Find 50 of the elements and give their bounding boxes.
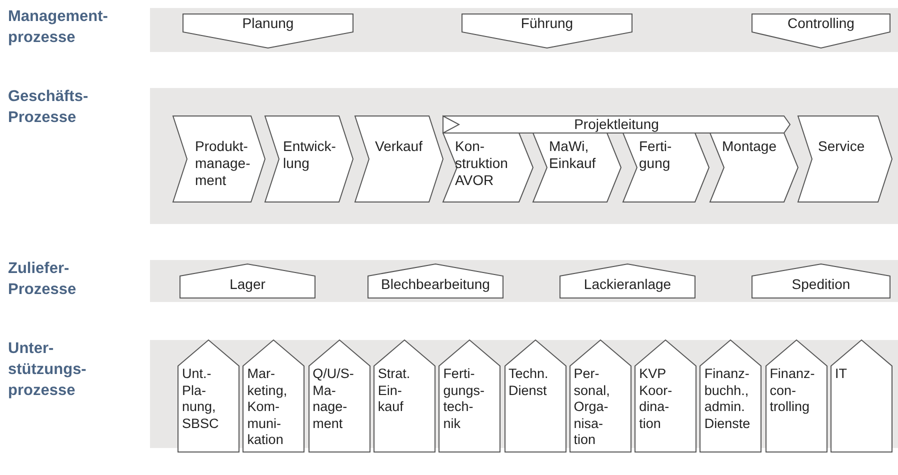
- process-label: Ferti- gungs- tech- nik: [443, 366, 484, 432]
- process-label: Finanz- buchh., admin. Dienste: [704, 366, 750, 432]
- process-label: KVP Koor- dina- tion: [639, 366, 672, 432]
- process-label: Per- sonal, Orga- nisa- tion: [574, 366, 610, 448]
- band-heading: Unter- stützungs- prozesse: [8, 339, 88, 401]
- process-band: [8, 86, 898, 224]
- process-step: [710, 133, 798, 202]
- process-label: Kon- struktion AVOR: [455, 138, 508, 189]
- process-pentagon: [180, 264, 315, 298]
- process-label: Controlling: [786, 15, 856, 32]
- process-band: [8, 258, 898, 302]
- band-heading: Geschäfts- Prozesse: [8, 87, 90, 128]
- process-label: Blechbearbeitung: [380, 276, 491, 293]
- process-pentagon: [752, 264, 890, 298]
- process-label: Planung: [241, 15, 295, 32]
- process-pentagon: [462, 14, 632, 48]
- process-label: Techn. Dienst: [508, 366, 548, 399]
- process-label: IT: [835, 366, 847, 382]
- process-label: Unt.- Pla- nung, SBSC: [182, 366, 219, 432]
- process-label: Produkt- manage- ment: [195, 138, 250, 189]
- process-label: Q/U/S- Ma- nage- ment: [312, 366, 354, 432]
- process-label: Entwick- lung: [283, 138, 336, 172]
- band-heading: Management- prozesse: [8, 7, 109, 48]
- process-label: Service: [818, 138, 865, 155]
- process-label: Lackieranlage: [582, 276, 672, 293]
- process-pentagon: [560, 264, 695, 298]
- process-label: Montage: [722, 138, 776, 155]
- band-heading: Zuliefer- Prozesse: [8, 259, 78, 300]
- process-pentagon: [368, 264, 503, 298]
- process-label: Ferti- gung: [639, 138, 672, 172]
- process-label: Lager: [228, 276, 266, 293]
- process-label: Verkauf: [375, 138, 422, 155]
- process-step: [443, 133, 533, 202]
- process-pentagon: [752, 14, 890, 48]
- process-label: Projektleitung: [573, 116, 660, 133]
- process-step: [798, 116, 892, 202]
- process-label: Strat. Ein- kauf: [378, 366, 410, 416]
- process-step: [265, 116, 353, 202]
- process-band: [8, 338, 898, 450]
- process-label: Finanz- con- trolling: [770, 366, 815, 416]
- process-label: MaWi, Einkauf: [549, 138, 596, 172]
- process-step: [623, 133, 709, 202]
- process-pentagon: [183, 14, 353, 48]
- process-step: [355, 116, 443, 202]
- process-label: Mar- keting, Kom- muni- kation: [247, 366, 288, 448]
- process-step: [173, 116, 265, 202]
- process-step: [533, 133, 621, 202]
- process-label: Spedition: [790, 276, 852, 293]
- process-band: [8, 6, 898, 52]
- process-label: Führung: [520, 15, 574, 32]
